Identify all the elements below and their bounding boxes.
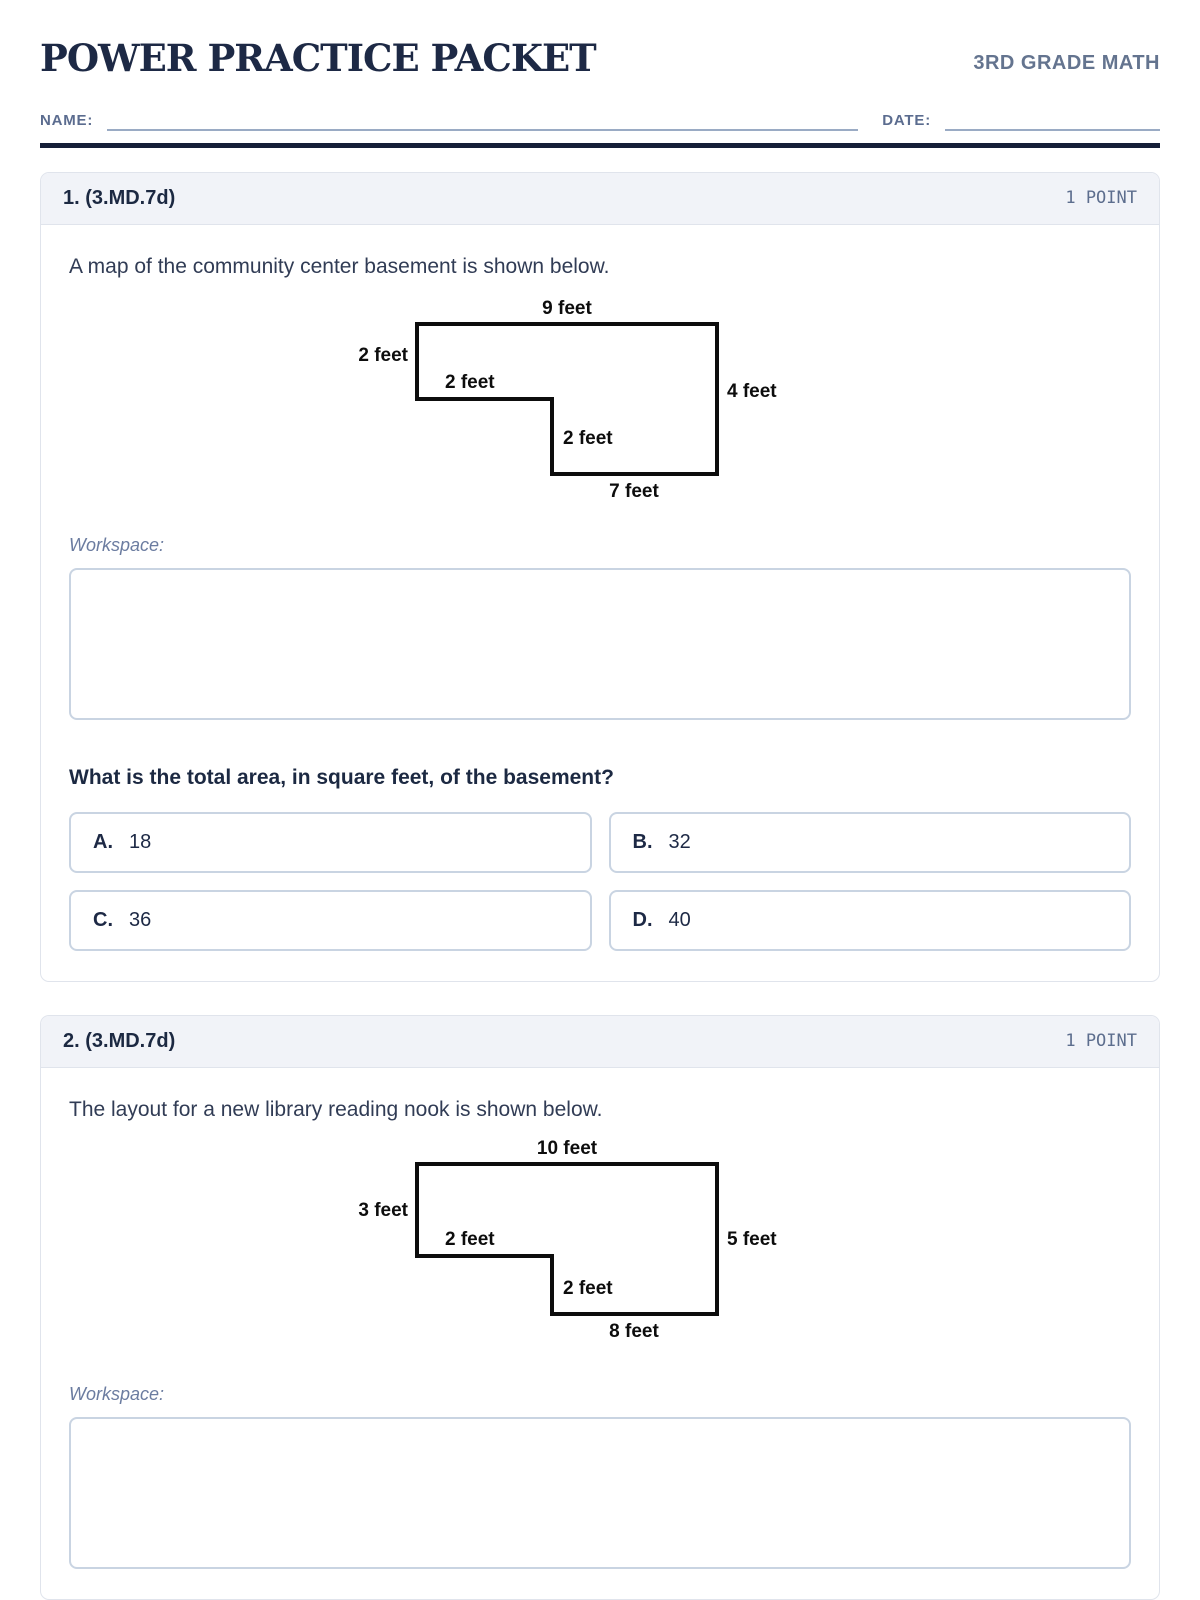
question-1-header: 1. (3.MD.7d) 1 POINT (41, 172, 1159, 225)
question-1-figure: 9 feet 2 feet 2 feet 4 feet 2 feet 7 fee… (69, 289, 1131, 509)
date-label: DATE: (882, 111, 931, 129)
workspace-label-2: Workspace: (69, 1383, 165, 1404)
workspace-area-2[interactable] (69, 1416, 1131, 1569)
l-shape-diagram-2: 10 feet 3 feet 2 feet 5 feet 2 feet 8 fe… (358, 1138, 777, 1342)
dim-label-inner-vertical: 2 feet (563, 1278, 613, 1299)
choice-b[interactable]: B. 32 (608, 811, 1131, 873)
dim-label-right: 5 feet (727, 1229, 777, 1250)
choice-d-value: 40 (668, 908, 691, 931)
dim-label-inner-vertical: 2 feet (563, 428, 613, 449)
choice-a-letter: A. (93, 830, 113, 853)
dim-label-bottom: 7 feet (609, 481, 659, 502)
choice-a[interactable]: A. 18 (69, 811, 592, 873)
date-input-line[interactable] (945, 107, 1160, 131)
choice-a-value: 18 (129, 830, 152, 853)
question-2-prompt: The layout for a new library reading noo… (69, 1097, 603, 1121)
choice-d-letter: D. (632, 908, 653, 931)
name-date-row: NAME: DATE: (40, 107, 1160, 131)
dim-label-bottom: 8 feet (609, 1321, 659, 1342)
page-title: POWER PRACTICE PACKET (40, 36, 597, 80)
question-2-header: 2. (3.MD.7d) 1 POINT (41, 1015, 1159, 1068)
workspace-area-1[interactable] (69, 567, 1131, 720)
question-card-2: 2. (3.MD.7d) 1 POINT The layout for a ne… (40, 1014, 1160, 1600)
question-1-prompt: A map of the community center basement i… (69, 254, 610, 278)
l-shape-outline (415, 321, 719, 476)
choice-b-letter: B. (632, 830, 653, 853)
question-1-text: What is the total area, in square feet, … (69, 765, 614, 789)
l-shape-outline (415, 1161, 719, 1316)
dim-label-top: 9 feet (542, 298, 592, 319)
question-card-1: 1. (3.MD.7d) 1 POINT A map of the commun… (40, 171, 1160, 982)
choice-d[interactable]: D. 40 (608, 889, 1131, 951)
choice-c-letter: C. (93, 908, 113, 931)
dim-label-right: 4 feet (727, 381, 777, 402)
name-label: NAME: (40, 111, 94, 129)
workspace-label-1: Workspace: (69, 534, 165, 555)
header-divider (40, 142, 1160, 148)
question-2-figure: 10 feet 3 feet 2 feet 5 feet 2 feet 8 fe… (69, 1132, 1131, 1358)
question-2-body: The layout for a new library reading noo… (41, 1068, 1159, 1599)
dim-label-inner-horizontal: 2 feet (445, 1229, 495, 1250)
dim-label-top: 10 feet (537, 1138, 598, 1159)
dim-label-left: 3 feet (358, 1200, 408, 1221)
l-shape-diagram-1: 9 feet 2 feet 2 feet 4 feet 2 feet 7 fee… (358, 298, 777, 502)
question-2-number: 2. (3.MD.7d) (63, 1029, 176, 1052)
question-1-points-badge: 1 POINT (1065, 188, 1137, 209)
choice-c-value: 36 (129, 908, 152, 931)
question-1-number: 1. (3.MD.7d) (63, 186, 176, 209)
header: POWER PRACTICE PACKET 3RD GRADE MATH (40, 38, 1160, 79)
grade-label: 3RD GRADE MATH (973, 51, 1160, 74)
choice-b-value: 32 (668, 830, 691, 853)
name-input-line[interactable] (107, 107, 859, 131)
question-1-body: A map of the community center basement i… (41, 225, 1159, 981)
dim-label-left: 2 feet (358, 345, 408, 366)
choice-c[interactable]: C. 36 (69, 889, 592, 951)
question-1-choices: A. 18 B. 32 C. 36 D. 40 (69, 811, 1131, 951)
question-2-points-badge: 1 POINT (1065, 1031, 1137, 1052)
dim-label-inner-horizontal: 2 feet (445, 372, 495, 393)
